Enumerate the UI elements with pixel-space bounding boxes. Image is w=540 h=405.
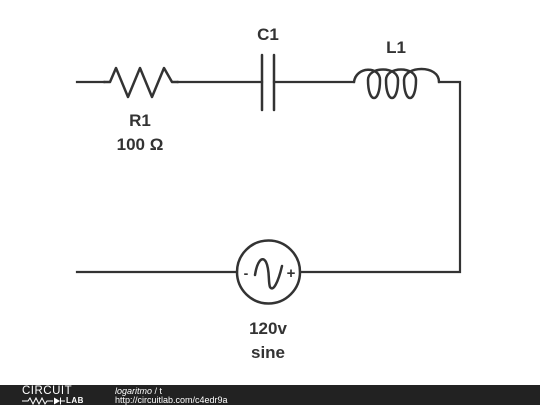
- resistor-r1-label: R1: [129, 111, 151, 130]
- inductor-l1-symbol: [352, 67, 441, 100]
- resistor-r1-value: 100 Ω: [117, 135, 164, 154]
- logo-text-circuit: CIRCUIT: [22, 385, 73, 397]
- logo-text-lab: LAB: [66, 396, 84, 405]
- sine-wave-icon: [253, 258, 284, 290]
- owner-separator: /: [152, 386, 160, 396]
- source-type-label: sine: [251, 343, 285, 362]
- voltage-source-circle: [235, 239, 302, 305]
- footer-bar: CIRCUIT LAB logaritmo / t http://circuit…: [0, 385, 540, 405]
- wire-right-side: [298, 80, 462, 274]
- circuitlab-logo[interactable]: CIRCUIT LAB: [22, 385, 97, 405]
- source-voltage-label: 120v: [249, 319, 287, 338]
- source-plus-sign: +: [287, 265, 296, 282]
- schematic-name[interactable]: t: [159, 386, 163, 396]
- capacitor-c1-label: C1: [257, 25, 279, 44]
- circuit-schematic: C1 L1 R1 100 Ω - + 120v sine: [75, 25, 462, 362]
- source-minus-sign: -: [244, 265, 249, 281]
- owner-username[interactable]: logaritmo: [115, 386, 153, 396]
- logo-resistor-diode-icon: [22, 396, 65, 405]
- inductor-l1-label: L1: [386, 38, 406, 57]
- schematic-url[interactable]: http://circuitlab.com/c4edr9a: [115, 395, 228, 405]
- schematic-owner-line: logaritmo / t: [115, 386, 162, 396]
- resistor-r1-symbol: [102, 66, 180, 99]
